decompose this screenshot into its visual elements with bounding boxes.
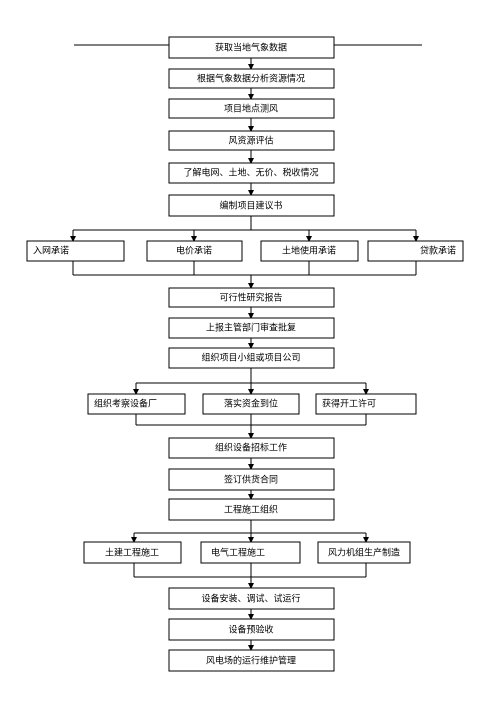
prep-inspect-factory: 组织考察设备厂 <box>87 393 186 415</box>
prep-label: 落实资金到位 <box>224 398 278 410</box>
commitment-loan: 贷款承诺 <box>367 240 464 262</box>
step-label: 设备安装、调试、试运行 <box>201 593 300 605</box>
commitment-grid-access: 入网承诺 <box>26 240 125 262</box>
prep-start-permit: 获得开工许可 <box>315 393 417 415</box>
step-construction-org: 工程施工组织 <box>168 498 335 521</box>
step-label: 组织设备招标工作 <box>215 442 287 454</box>
commitment-label: 电价承诺 <box>176 245 212 257</box>
step-supply-contract: 签订供货合同 <box>168 468 335 491</box>
commitment-label: 贷款承诺 <box>420 245 456 257</box>
step-weather-data: 获取当地气象数据 <box>168 36 335 59</box>
step-project-proposal: 编制项目建议书 <box>168 194 335 217</box>
step-grid-land-tax: 了解电网、土地、无价、税收情况 <box>168 162 335 184</box>
prep-label: 获得开工许可 <box>322 398 376 410</box>
step-operation-maintenance: 风电场的运行维护管理 <box>168 649 335 672</box>
construction-civil: 土建工程施工 <box>83 541 182 564</box>
step-equipment-tender: 组织设备招标工作 <box>168 437 335 459</box>
commitment-label: 入网承诺 <box>33 246 69 257</box>
step-install-commission: 设备安装、调试、试运行 <box>168 587 335 610</box>
construction-electrical: 电气工程施工 <box>200 541 301 564</box>
step-label: 设备预验收 <box>228 624 273 636</box>
step-feasibility-report: 可行性研究报告 <box>168 287 335 308</box>
construction-turbine-manufacturing: 风力机组生产制造 <box>317 541 411 564</box>
commitment-label: 土地使用承诺 <box>282 245 336 257</box>
commitment-electricity-price: 电价承诺 <box>146 240 243 262</box>
construction-label: 电气工程施工 <box>211 547 265 559</box>
step-label: 上报主管部门审查批复 <box>206 322 296 334</box>
step-label: 组织项目小组或项目公司 <box>201 352 300 364</box>
step-wind-assessment: 风资源评估 <box>168 130 335 151</box>
step-label: 根据气象数据分析资源情况 <box>197 73 305 85</box>
step-label: 风资源评估 <box>228 135 273 147</box>
step-label: 工程施工组织 <box>224 504 278 516</box>
step-label: 可行性研究报告 <box>219 292 282 304</box>
step-label: 了解电网、土地、无价、税收情况 <box>183 167 318 179</box>
step-resource-analysis: 根据气象数据分析资源情况 <box>168 68 335 89</box>
step-label: 获取当地气象数据 <box>215 42 287 54</box>
step-label: 签订供货合同 <box>224 474 278 486</box>
prep-funding: 落实资金到位 <box>202 393 300 415</box>
commitment-land-use: 土地使用承诺 <box>260 240 359 262</box>
construction-label: 风力机组生产制造 <box>328 547 400 559</box>
construction-label: 土建工程施工 <box>105 547 159 559</box>
step-wind-measurement: 项目地点测风 <box>168 98 335 119</box>
step-label: 编制项目建议书 <box>219 200 282 212</box>
step-pre-acceptance: 设备预验收 <box>168 618 335 641</box>
step-label: 风电场的运行维护管理 <box>206 655 296 667</box>
step-project-team: 组织项目小组或项目公司 <box>168 347 335 369</box>
connectors <box>70 58 419 651</box>
prep-label: 组织考察设备厂 <box>94 398 157 410</box>
step-submit-approval: 上报主管部门审查批复 <box>168 317 335 339</box>
step-label: 项目地点测风 <box>224 103 278 115</box>
